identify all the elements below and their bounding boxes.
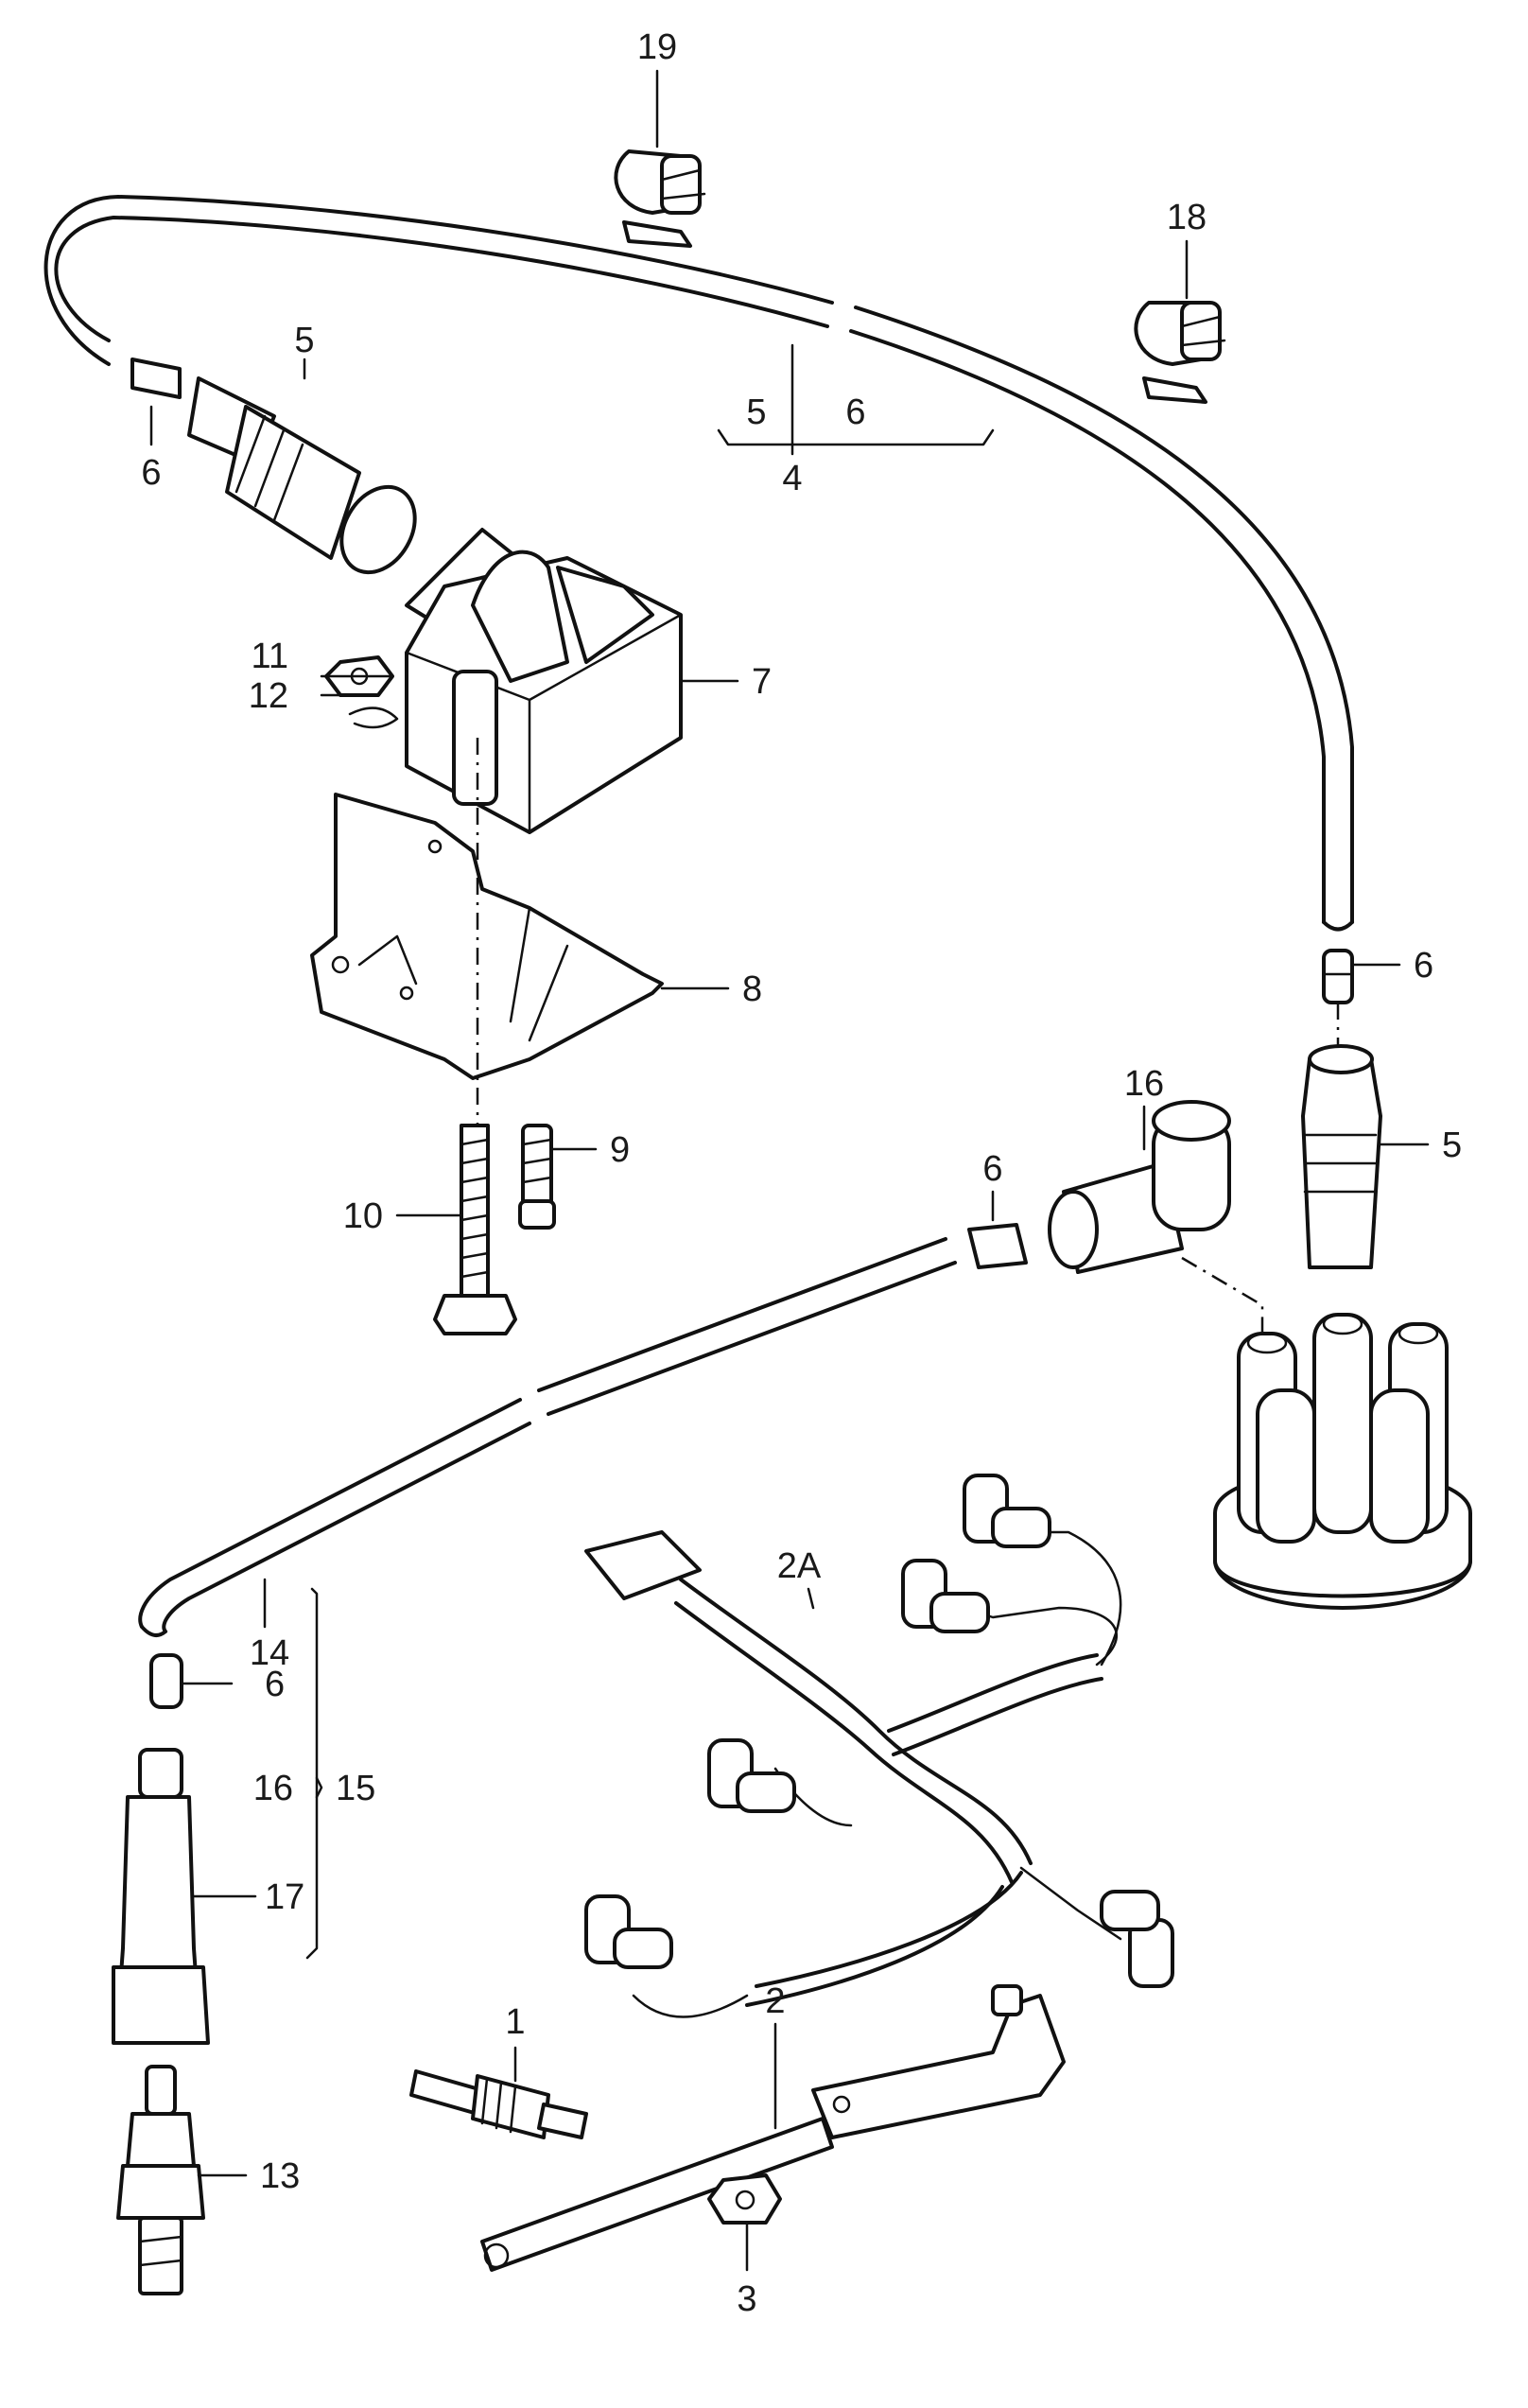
callout-5-top: 5 <box>294 321 314 360</box>
nut-3 <box>707 2173 782 2225</box>
callout-4-sub-5: 5 <box>746 393 766 432</box>
callout-labels: 19 18 5 6 5 6 4 11 12 7 8 9 10 6 5 16 6 … <box>141 27 1462 2319</box>
screw-9 <box>518 1124 556 1230</box>
connector-6-top-left <box>130 358 182 399</box>
ignition-coil-7 <box>348 528 683 834</box>
callout-2: 2 <box>765 1981 785 2021</box>
callout-12: 12 <box>249 676 288 716</box>
wire-clip-19 <box>614 149 706 248</box>
leader-lines <box>149 69 1430 2272</box>
callout-16-top: 16 <box>1124 1064 1164 1104</box>
bracket-8 <box>310 793 664 1080</box>
callout-4-sub-6: 6 <box>845 393 865 432</box>
distributor-cap <box>1213 1313 1472 1610</box>
spark-plug-13 <box>116 2065 205 2295</box>
plug-cap-16-top <box>1048 1100 1231 1274</box>
callout-11: 11 <box>252 637 288 676</box>
callout-10: 10 <box>343 1196 383 1236</box>
callout-3: 3 <box>737 2279 756 2319</box>
connector-6-right <box>1322 949 1354 1004</box>
callout-9: 9 <box>610 1130 630 1170</box>
ignition-lead-coil-to-distributor <box>43 195 1354 932</box>
callout-17: 17 <box>265 1877 304 1917</box>
wire-clip-18 <box>1134 301 1226 404</box>
callout-15: 15 <box>336 1769 375 1808</box>
callout-6-mid: 6 <box>982 1149 1002 1189</box>
harness-plug-cap-2 <box>901 1559 990 1633</box>
callout-5-right: 5 <box>1442 1125 1462 1165</box>
callout-6-right: 6 <box>1414 946 1433 986</box>
bolt-10 <box>433 1124 517 1335</box>
callout-6-low: 6 <box>265 1665 285 1704</box>
callout-18: 18 <box>1167 198 1207 237</box>
harness-plug-cap-3 <box>707 1738 796 1813</box>
callout-14: 14 <box>250 1633 289 1673</box>
suppressor-connector-5-right <box>1301 1044 1382 1269</box>
callout-1: 1 <box>505 2002 525 2042</box>
ignition-lead-14 <box>138 1237 957 1637</box>
harness-plug-cap-4 <box>584 1894 673 1969</box>
callout-7: 7 <box>752 662 772 702</box>
bracket-2 <box>480 1984 1066 2272</box>
suppressor-connector-5-top <box>187 376 417 575</box>
callout-8: 8 <box>742 969 762 1009</box>
callout-16-group: 16 <box>253 1769 293 1808</box>
callout-19: 19 <box>637 27 677 67</box>
wiring-harness-2A <box>584 1530 1122 2018</box>
connector-6-low <box>149 1653 183 1709</box>
connector-6-mid <box>967 1223 1028 1269</box>
callout-2A: 2A <box>777 1546 822 1586</box>
callout-13: 13 <box>260 2156 300 2196</box>
callout-4: 4 <box>782 459 802 498</box>
harness-plug-cap-5 <box>1100 1890 1174 1988</box>
spark-plug-connector-17 <box>112 1748 210 2045</box>
sensor-1 <box>409 2069 588 2139</box>
harness-plug-cap-1 <box>963 1474 1051 1548</box>
callout-6-top: 6 <box>141 453 161 493</box>
